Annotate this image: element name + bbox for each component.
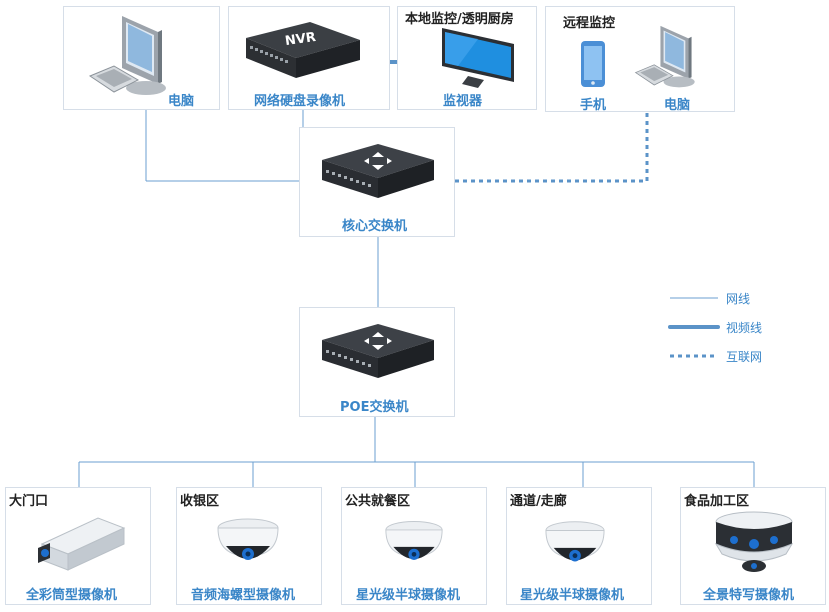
remote-pc-icon (634, 25, 695, 88)
phone-icon (581, 41, 605, 87)
camera-label-2: 音频海螺型摄像机 (191, 588, 296, 603)
camera-label-1: 全彩筒型摄像机 (26, 588, 118, 603)
camera-label-4: 星光级半球摄像机 (520, 588, 625, 603)
camera-area-3: 公共就餐区 (345, 494, 411, 509)
poe-switch-label: POE交换机 (340, 400, 409, 415)
local-title: 本地监控/透明厨房 (405, 12, 514, 27)
panoramic-camera-icon (714, 511, 794, 572)
remote-pc-label: 电脑 (664, 98, 691, 113)
dome-camera-icon-1 (217, 518, 279, 560)
nvr-label: 网络硬盘录像机 (254, 94, 346, 109)
legend-video-label: 视频线 (726, 321, 763, 335)
nvr-icon (246, 22, 360, 78)
pc-icon (88, 16, 166, 95)
monitor-icon (442, 28, 514, 88)
poe-switch-icon (322, 324, 434, 378)
camera-area-1: 大门口 (9, 494, 49, 509)
monitor-label: 监视器 (443, 94, 483, 109)
remote-box (545, 6, 735, 112)
core-switch-icon (322, 144, 434, 198)
dome-camera-icon-2 (385, 521, 443, 560)
camera-label-3: 星光级半球摄像机 (356, 588, 461, 603)
remote-title: 远程监控 (563, 16, 616, 31)
camera-area-5: 食品加工区 (684, 494, 750, 509)
camera-area-2: 收银区 (180, 494, 220, 509)
pc-label: 电脑 (168, 94, 195, 109)
phone-label: 手机 (580, 98, 607, 113)
bullet-camera-icon (38, 517, 126, 571)
legend-network-label: 网线 (726, 292, 751, 306)
camera-label-5: 全景特写摄像机 (703, 588, 795, 603)
camera-area-4: 通道/走廊 (510, 494, 567, 509)
internet-line-core-remote (455, 112, 649, 183)
core-switch-label: 核心交换机 (342, 219, 408, 234)
dome-camera-icon-3 (545, 521, 605, 562)
legend-internet-label: 互联网 (726, 350, 763, 364)
